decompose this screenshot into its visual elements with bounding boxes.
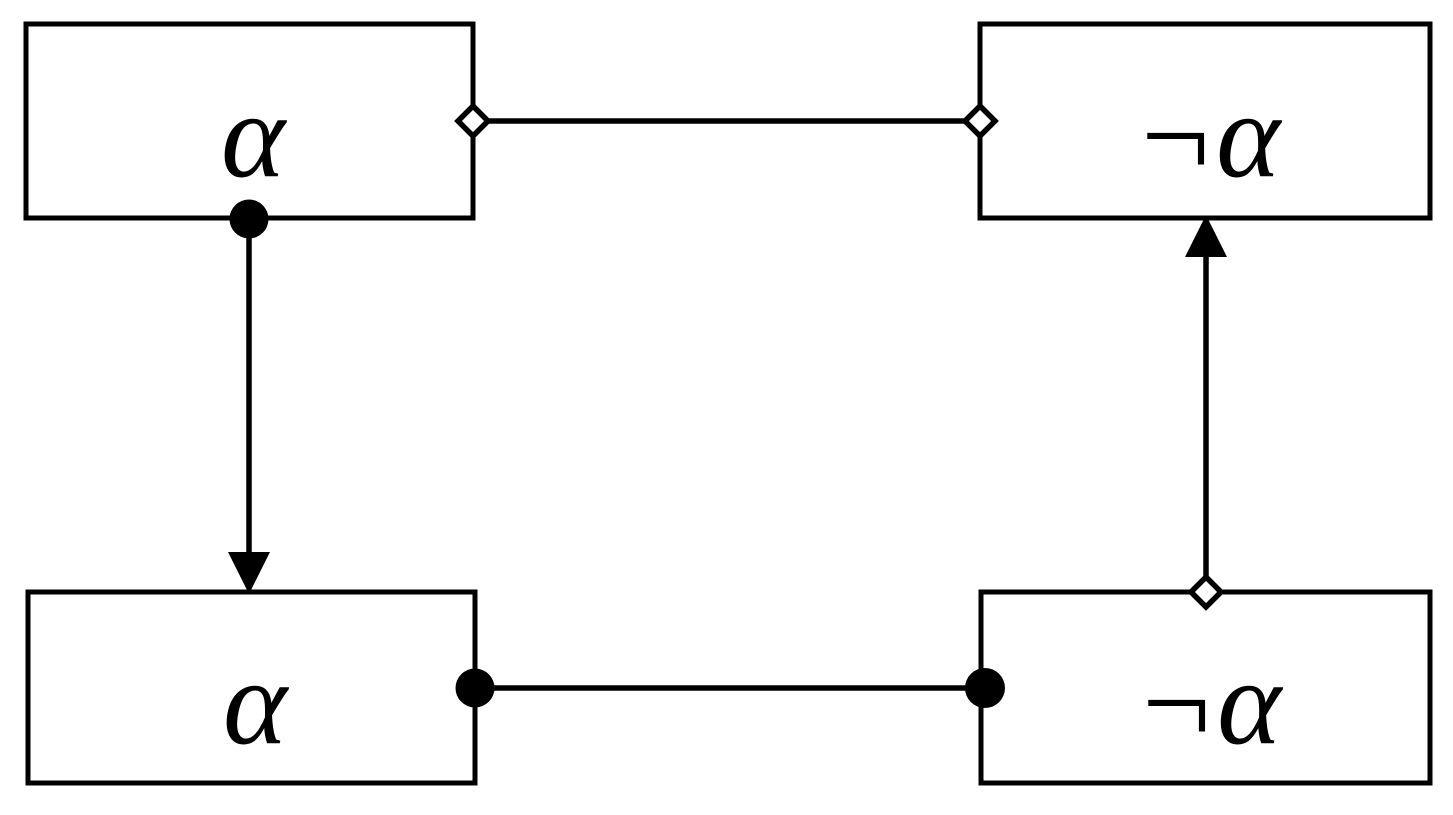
arrowhead-down-icon <box>228 552 270 594</box>
node-box-top-left <box>23 21 476 221</box>
filled-circle-icon-bottom-left <box>455 668 495 708</box>
node-box-bottom-left <box>25 589 478 786</box>
open-diamond-icon-top-right <box>961 102 999 140</box>
node-top-left: α <box>23 21 476 221</box>
open-diamond-icon-top-left <box>454 102 492 140</box>
node-box-top-right <box>977 21 1433 221</box>
node-bottom-right: ¬α <box>978 589 1433 786</box>
node-label-bottom-right: ¬α <box>1135 636 1284 771</box>
filled-circle-icon-top-left <box>229 199 269 239</box>
node-bottom-left: α <box>25 589 478 786</box>
node-label-bottom-left: α <box>223 636 290 771</box>
filled-circle-icon-bottom-right <box>965 668 1005 708</box>
node-top-right: ¬α <box>977 21 1433 221</box>
edge-bottom-right-to-top-right <box>1185 215 1227 592</box>
arrowhead-up-icon <box>1185 215 1227 257</box>
edge-top-left-to-bottom-left <box>228 218 270 594</box>
node-label-top-right: ¬α <box>1134 69 1283 204</box>
node-label-top-left: α <box>221 69 288 204</box>
open-diamond-icon-bottom-right <box>1187 573 1225 611</box>
